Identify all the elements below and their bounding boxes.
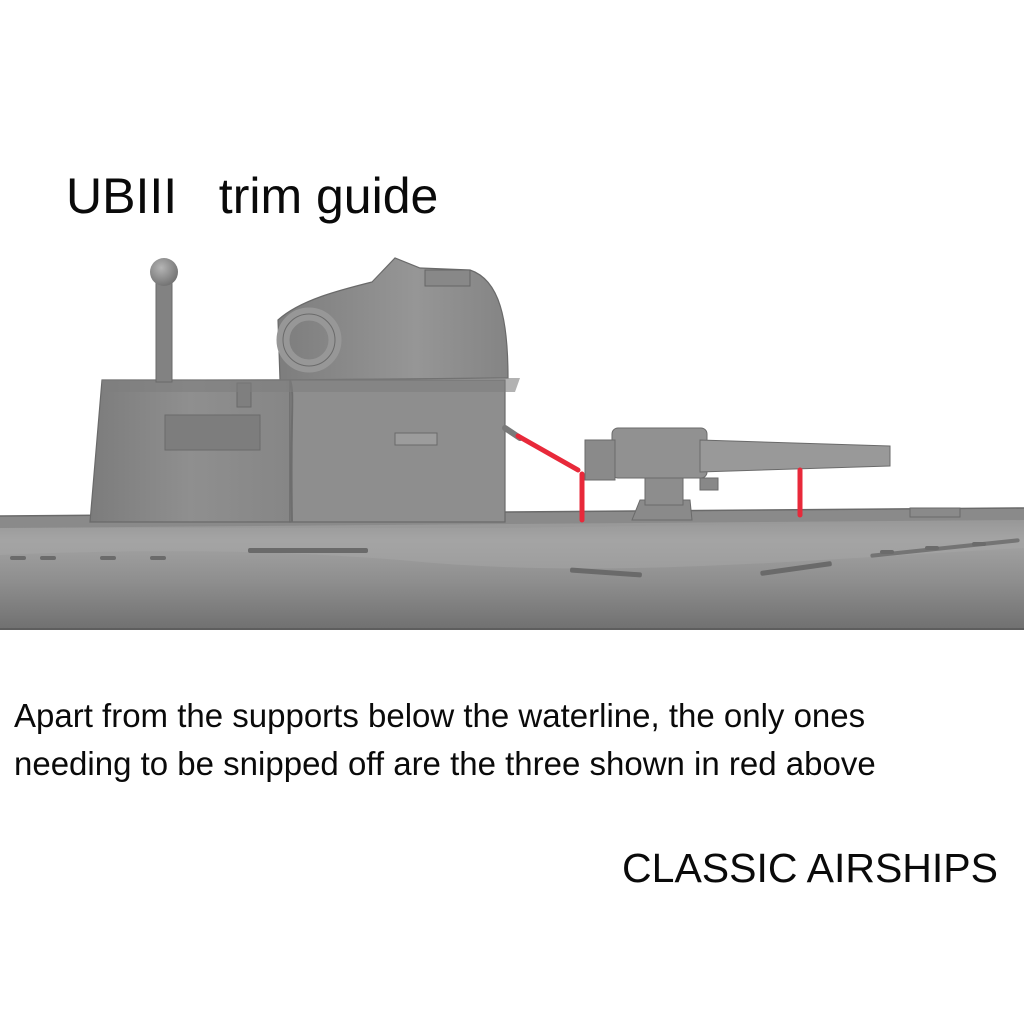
submarine-model-render: [0, 257, 1024, 630]
hull: [0, 507, 1024, 630]
instruction-line-1: Apart from the supports below the waterl…: [14, 697, 866, 734]
page-title: UBIII trim guide: [66, 168, 439, 224]
support-angled-red: [515, 433, 581, 473]
periscope-mast: [150, 258, 178, 383]
deck-gun: [502, 425, 891, 521]
instruction-line-2: needing to be snipped off are the three …: [14, 745, 876, 782]
support-markers: [515, 433, 803, 523]
brand-name: CLASSIC AIRSHIPS: [622, 845, 998, 891]
conning-tower: [89, 257, 520, 523]
instruction-text: Apart from the supports below the waterl…: [14, 692, 1014, 788]
